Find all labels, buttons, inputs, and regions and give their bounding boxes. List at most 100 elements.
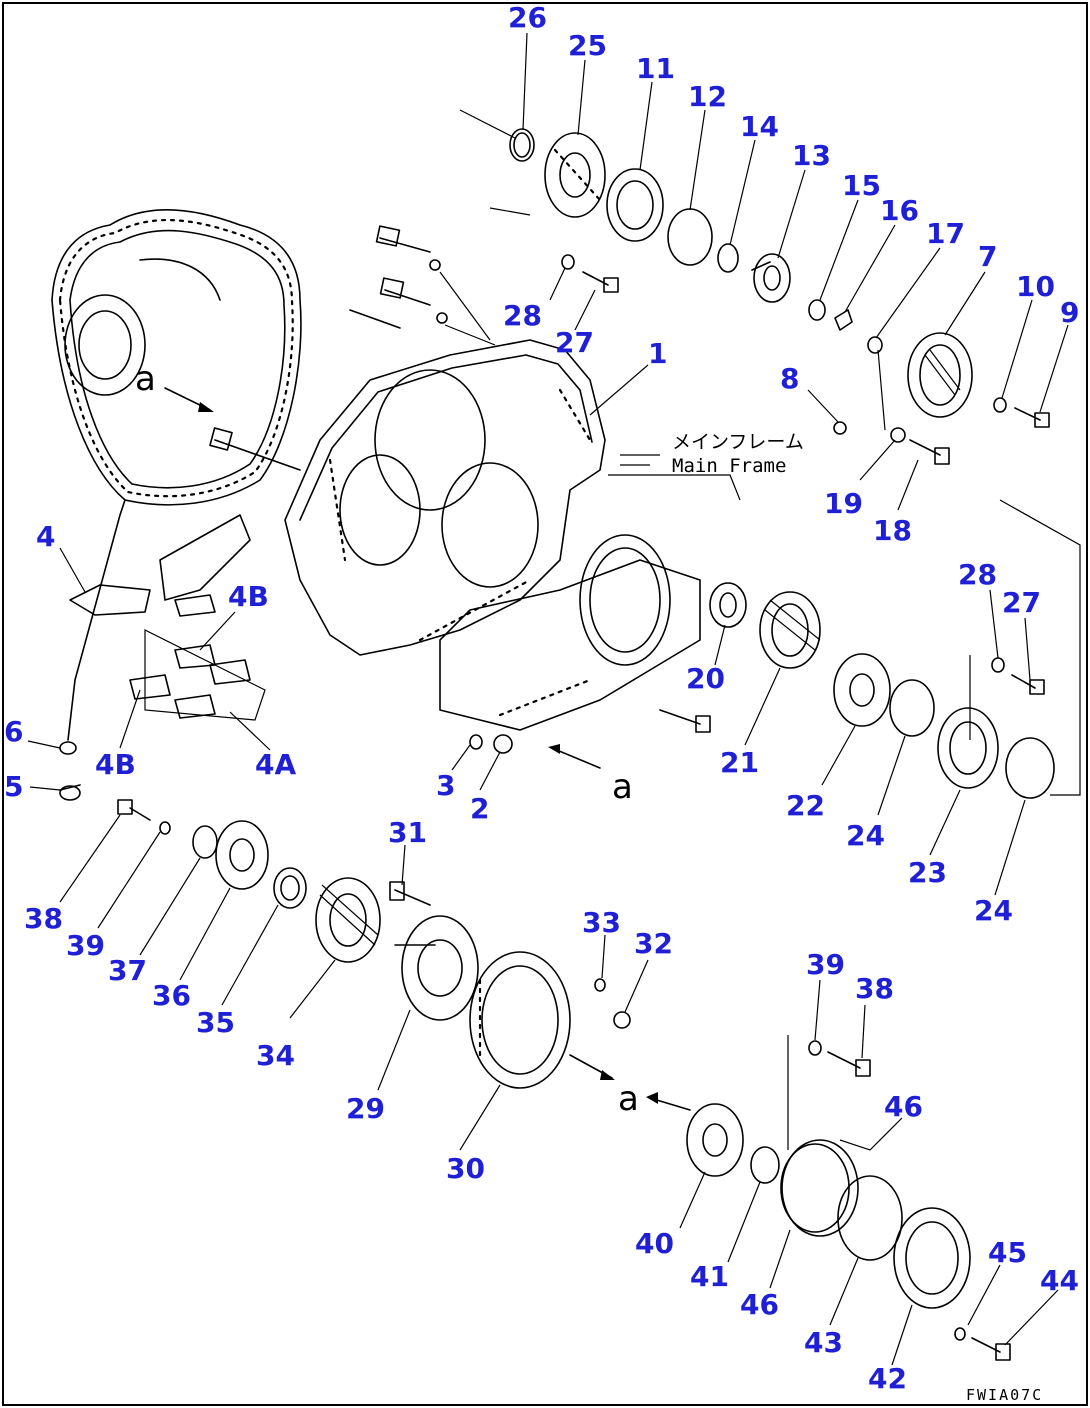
callout-9: 9 [1060,296,1079,329]
bracket-leader [969,499,1081,796]
main-frame [209,225,701,731]
section-arrow-bottom: a [569,1054,691,1119]
callout-6: 6 [4,715,23,748]
part-23-ring [937,707,999,789]
main-frame-leader [608,454,741,501]
callout-10: 10 [1016,270,1055,303]
callout-labels: 26 25 11 12 14 13 15 16 17 7 10 9 28 27 … [4,1,1079,1395]
part-36-carrier [215,820,269,890]
part-38-39-bolt [117,799,171,835]
callout-22: 22 [786,789,825,822]
callout-12: 12 [688,80,727,113]
part-21-gear [759,591,821,669]
callout-27-top: 27 [555,326,594,359]
callout-3: 3 [436,769,455,802]
part-26-snap-ring [509,128,535,162]
drawing-code: FWIA07C [966,1386,1043,1404]
callout-13: 13 [792,139,831,172]
part-34-gear [315,877,381,963]
part-38-39-bolt-b [787,1035,871,1150]
part-9-10-bolt [993,397,1050,428]
callout-26: 26 [508,1,547,34]
part-27-28-bolt [561,254,619,293]
section-arrow-middle: a [548,744,633,807]
callout-16: 16 [880,194,919,227]
part-44-45-bolt [954,1327,1011,1361]
callout-35: 35 [196,1006,235,1039]
callout-29: 29 [346,1092,385,1125]
callout-34: 34 [256,1039,295,1072]
part-15-16 [808,299,853,331]
callout-4B-upper: 4B [228,580,269,613]
part-22-carrier [833,653,891,727]
callout-18: 18 [873,514,912,547]
leader-lines [27,32,1069,1366]
callout-15: 15 [842,169,881,202]
callout-19: 19 [824,487,863,520]
part-25-bearing-cage [544,132,606,218]
callout-46-bottom: 46 [740,1288,779,1321]
callout-31: 31 [388,816,427,849]
part-35-spacer [273,867,307,909]
part-27-28-bolt-b [991,657,1045,695]
part-24-oring-a [889,679,935,737]
callout-40: 40 [635,1227,674,1260]
callout-14: 14 [740,110,779,143]
section-arrow-top: a [135,359,214,412]
svg-text:a: a [618,1079,639,1119]
shim-group [69,514,266,721]
part-42-cover [893,1207,971,1309]
part-37-washer [192,825,218,859]
callout-23: 23 [908,856,947,889]
callout-7: 7 [978,240,997,273]
callout-5: 5 [4,770,23,803]
callout-44: 44 [1040,1264,1079,1297]
part-2-3 [469,709,711,754]
callout-39-left: 39 [66,929,105,962]
callout-1: 1 [648,337,667,370]
callout-21: 21 [720,746,759,779]
part-7-cover [867,332,973,431]
bolt-5-6 [59,741,81,801]
part-11-bearing [606,168,664,242]
callout-28-right: 28 [958,558,997,591]
part-8-plug [833,421,847,435]
part-43-oring [837,1175,903,1261]
callout-33: 33 [582,906,621,939]
callout-46-top: 46 [884,1090,923,1123]
callout-4A: 4A [255,748,296,781]
part-41-washer [750,1146,780,1184]
callout-8: 8 [780,362,799,395]
callout-38-left: 38 [24,902,63,935]
main-frame-label-en: Main Frame [672,455,786,477]
callout-45: 45 [988,1236,1027,1269]
part-46-shim [780,1139,859,1237]
callout-17: 17 [926,217,965,250]
callout-41: 41 [690,1260,729,1293]
part-14-ring [717,243,739,273]
callout-24-b: 24 [974,894,1013,927]
callout-38-right: 38 [855,972,894,1005]
housing-cover [51,209,302,741]
callout-11: 11 [636,52,675,85]
callout-4B-lower: 4B [95,748,136,781]
callout-43: 43 [804,1326,843,1359]
callout-2: 2 [470,792,489,825]
callout-36: 36 [152,979,191,1012]
part-29-hub [389,881,479,1021]
callout-39-right: 39 [806,948,845,981]
callout-24-a: 24 [846,819,885,852]
part-20-bearing [709,582,747,628]
main-frame-label-jp: メインフレーム [672,431,804,453]
callout-37: 37 [108,954,147,987]
part-30-ring-gear [469,951,571,1089]
svg-text:a: a [135,359,156,399]
callout-4: 4 [36,520,55,553]
part-18-19 [890,427,950,465]
part-32-33 [594,978,631,1029]
callout-20: 20 [686,662,725,695]
callout-32: 32 [634,927,673,960]
